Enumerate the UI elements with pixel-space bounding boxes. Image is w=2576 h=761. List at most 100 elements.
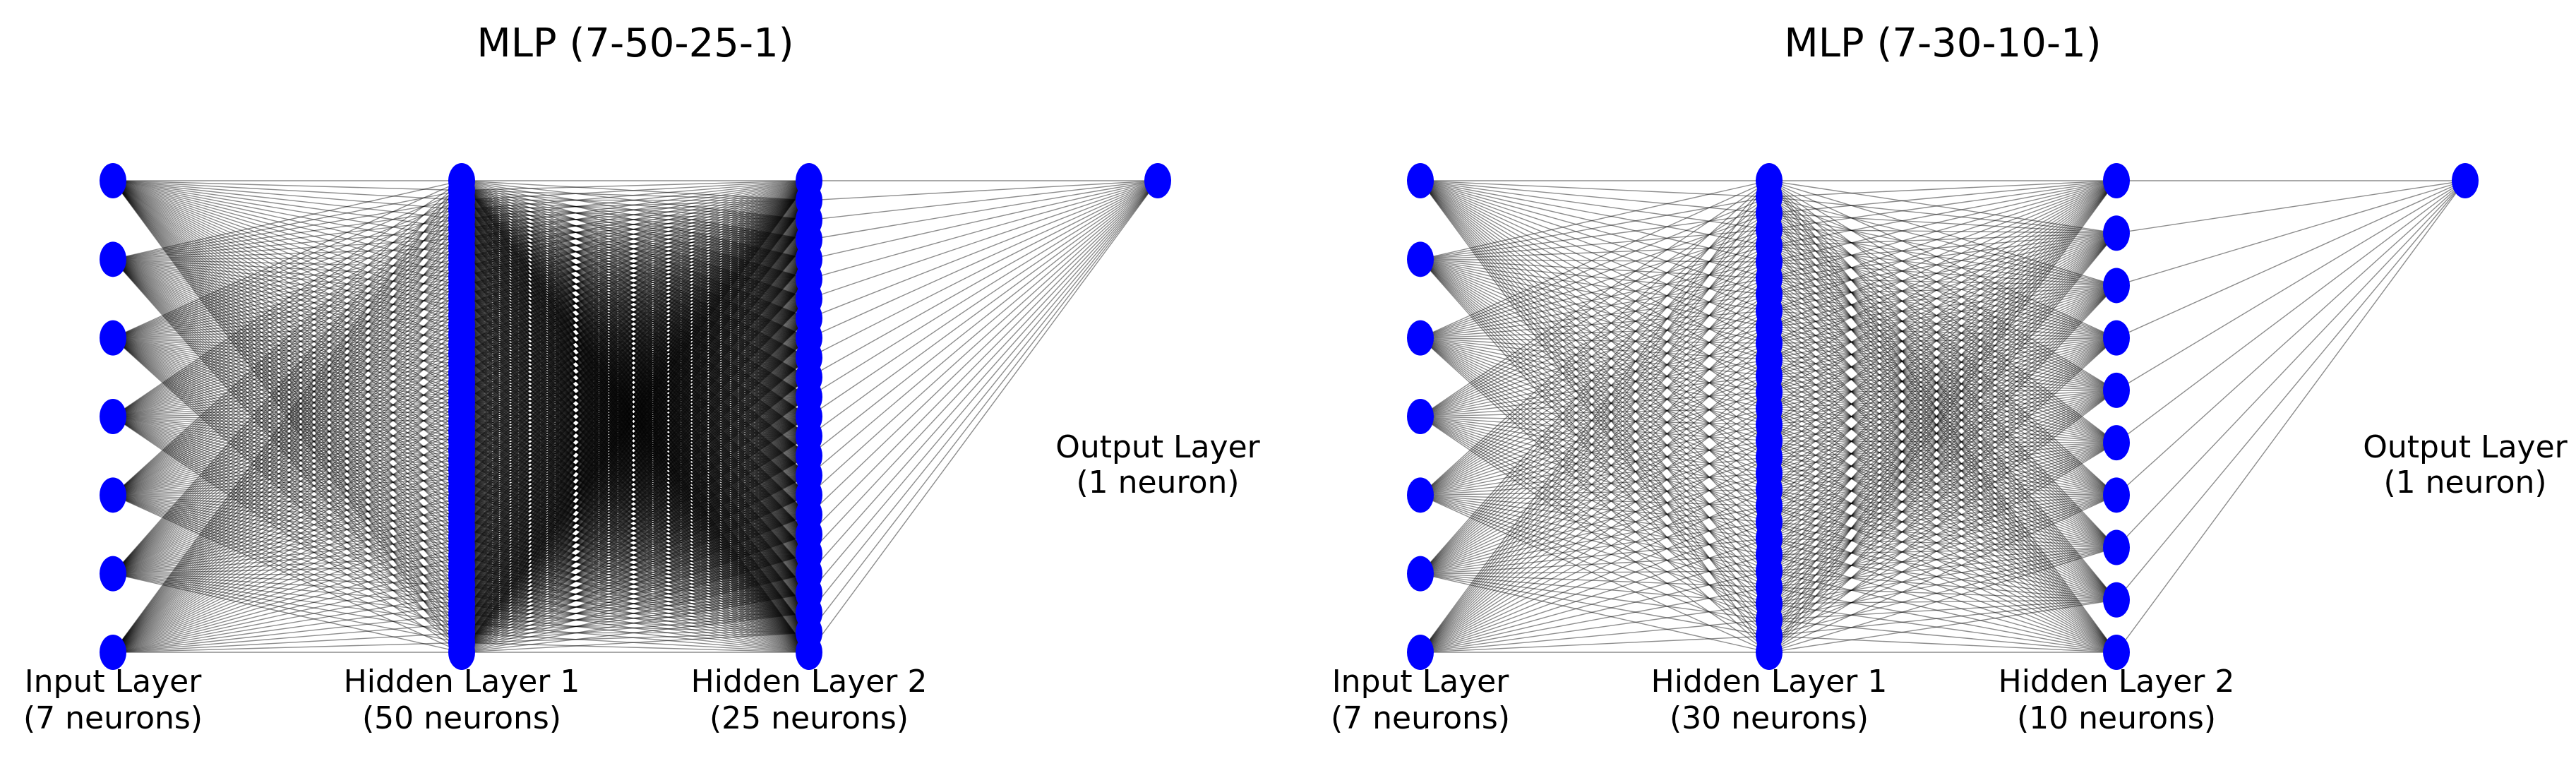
connection-edge [461, 459, 810, 555]
connection-edge [112, 180, 462, 451]
connection-edge [461, 450, 810, 496]
connection-edge [1768, 284, 2117, 637]
connection-edge [461, 363, 810, 535]
connection-edge [461, 190, 810, 575]
connection-edge [461, 200, 810, 547]
connection-edge [461, 239, 810, 287]
connection-edge [461, 180, 810, 378]
connection-edge [112, 257, 462, 653]
connection-edge [112, 382, 462, 496]
connection-edge [1768, 245, 2117, 496]
connection-edge [461, 286, 810, 359]
network-panel-1: MLP (7-50-25-1) Input Layer (7 neurons) … [23, 20, 1261, 736]
connection-edge [1420, 277, 1770, 653]
connection-edge [461, 238, 810, 280]
connection-edge [461, 220, 810, 595]
connection-edge [461, 373, 810, 535]
connection-edge [112, 258, 462, 537]
connection-edge [1420, 261, 1770, 496]
connection-edge [1420, 258, 1770, 621]
connection-edge [112, 337, 462, 432]
connection-edge [461, 356, 810, 422]
connection-edge [461, 278, 810, 643]
connection-edge [1768, 494, 2117, 621]
connection-edge [808, 180, 1158, 457]
connection-edge [1768, 326, 2117, 653]
connection-edge [461, 376, 810, 586]
connection-edge [1768, 294, 2117, 391]
connection-edge [1768, 232, 2117, 621]
connection-edge [1768, 196, 2117, 443]
connection-edge [1768, 456, 2117, 601]
connection-edge [112, 421, 462, 653]
connection-edge [461, 209, 810, 378]
connection-edge [461, 220, 810, 624]
connection-edge [1768, 390, 2117, 604]
connection-edge [461, 440, 810, 653]
connection-edge [461, 494, 810, 576]
connection-edge [461, 324, 810, 653]
connection-edge [112, 305, 462, 417]
connection-edge [461, 258, 810, 383]
connection-edge [1768, 390, 2117, 507]
connection-edge [461, 318, 810, 518]
connection-edge [808, 180, 1158, 201]
connection-edge [112, 337, 462, 547]
connection-edge [461, 318, 810, 422]
connection-edge [1420, 258, 1770, 523]
connection-edge [461, 363, 810, 613]
connection-edge [461, 459, 810, 613]
connection-edge [461, 396, 810, 461]
connection-edge [1420, 180, 1770, 230]
connection-edge [112, 180, 462, 306]
connection-edge [112, 238, 462, 339]
connection-edge [1768, 442, 2117, 621]
connection-edge [461, 592, 810, 595]
connection-edge [1420, 229, 1770, 417]
connection-edge [461, 353, 810, 575]
connection-edge [461, 228, 810, 241]
connection-edge [1768, 180, 2117, 295]
connection-edge [1420, 229, 1770, 575]
connection-edge [112, 209, 462, 496]
connection-edge [461, 190, 810, 633]
connection-edge [461, 200, 810, 509]
connection-edge [461, 209, 810, 555]
connection-edge [112, 276, 462, 417]
connection-edge [461, 200, 810, 432]
connection-edge [461, 220, 810, 586]
connection-edge [461, 553, 810, 634]
connection-edge [461, 278, 810, 355]
connection-edge [112, 478, 462, 496]
connection-edge [1420, 196, 1770, 339]
connection-edge [461, 488, 810, 594]
connection-edge [112, 488, 462, 575]
connection-edge [461, 258, 810, 605]
connection-edge [461, 575, 810, 594]
connection-edge [461, 278, 810, 335]
connection-edge [461, 337, 810, 624]
connection-edge [461, 220, 810, 634]
connection-edge [461, 257, 810, 633]
connection-edge [461, 318, 810, 326]
connection-edge [112, 337, 462, 403]
connection-edge [461, 498, 810, 555]
connection-edge [461, 455, 810, 499]
connection-edge [461, 436, 810, 509]
connection-edge [461, 220, 810, 489]
connection-edge [461, 238, 810, 515]
connection-edge [461, 218, 810, 319]
connection-edge [1768, 546, 2117, 604]
connection-edge [1768, 180, 2117, 443]
connection-edge [461, 436, 810, 615]
neuron-hidden2 [2103, 268, 2130, 304]
connection-edge [1768, 232, 2117, 458]
connection-edge [461, 494, 810, 586]
connection-edge [461, 298, 810, 547]
connection-edge [1768, 180, 2117, 214]
connection-edge [461, 401, 810, 457]
connection-edge [461, 228, 810, 515]
connection-edge [461, 200, 810, 326]
connection-edge [1768, 337, 2117, 361]
connection-edge [461, 573, 810, 624]
